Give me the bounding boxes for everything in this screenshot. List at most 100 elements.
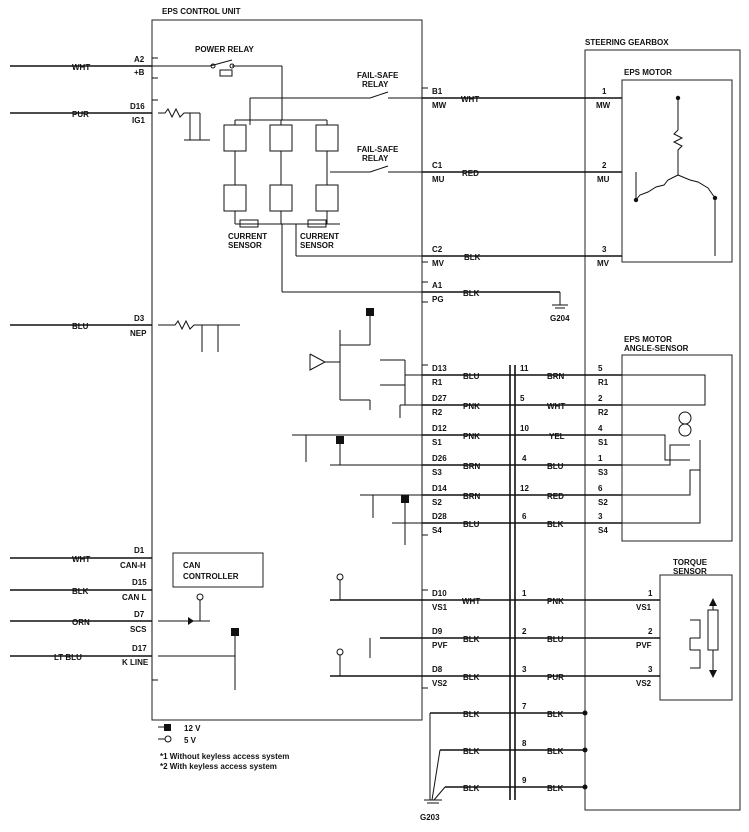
- angle-sensor-title-2: ANGLE-SENSOR: [624, 344, 689, 353]
- wire-color: LT BLU: [54, 653, 82, 662]
- conn-num: 1: [648, 589, 653, 598]
- wire-color: WHT: [72, 555, 90, 564]
- conn-num: 2: [602, 161, 607, 170]
- angle-sensor-wires: [422, 374, 622, 524]
- mosfet-bridge: [223, 119, 340, 228]
- wire-color: BRN: [547, 372, 565, 381]
- pin-func: R2: [432, 408, 443, 417]
- pin-func: S4: [432, 526, 442, 535]
- conn-func: S4: [598, 526, 608, 535]
- pin-label: C1: [432, 161, 443, 170]
- conn-num: 2: [648, 627, 653, 636]
- wire-color: BRN: [463, 492, 481, 501]
- wire-color: WHT: [461, 95, 479, 104]
- pin-label: D14: [432, 484, 447, 493]
- failsafe-relay-2a: FAIL-SAFE: [357, 145, 399, 154]
- motor-terminal: MW: [596, 101, 611, 110]
- motor-winding: [633, 95, 718, 256]
- angle-sensor-coils: [622, 374, 706, 524]
- wire-color: BLK: [463, 784, 480, 793]
- motor-wires: [422, 97, 622, 257]
- conn-num: 6: [598, 484, 603, 493]
- pin-func: VS2: [432, 679, 448, 688]
- pin-label: D1: [134, 546, 145, 555]
- conn-num: 3: [602, 245, 607, 254]
- angle-sensor-box: [621, 354, 733, 542]
- pin-label: D9: [432, 627, 443, 636]
- pin-func: K LINE: [122, 658, 149, 667]
- pin-label: D12: [432, 424, 447, 433]
- wire-color: BLU: [547, 462, 564, 471]
- angle-sensor-title-1: EPS MOTOR: [624, 335, 672, 344]
- conn-num: 2: [598, 394, 603, 403]
- pin-label: D7: [134, 610, 145, 619]
- wire-color: PUR: [72, 110, 89, 119]
- pin-func: S2: [432, 498, 442, 507]
- wire-color: BLK: [463, 747, 480, 756]
- bundle-num: 2: [522, 627, 527, 636]
- bundle-num: 5: [520, 394, 525, 403]
- conn-func: VS2: [636, 679, 652, 688]
- current-sensor-2b: SENSOR: [300, 241, 334, 250]
- conn-func: S3: [598, 468, 608, 477]
- wire-color: BLK: [547, 520, 564, 529]
- wire-color: RED: [547, 492, 564, 501]
- torque-sensor-wires: [330, 599, 660, 677]
- pin-label: B1: [432, 87, 443, 96]
- motor-terminal: MU: [597, 175, 610, 184]
- wire-color: BLK: [547, 784, 564, 793]
- conn-num: 3: [598, 512, 603, 521]
- pin-label: A1: [432, 281, 443, 290]
- eps-motor-box: [621, 79, 733, 263]
- pin-label: D27: [432, 394, 447, 403]
- failsafe-relay-1a: FAIL-SAFE: [357, 71, 399, 80]
- can-controller-label-1: CAN: [183, 561, 201, 570]
- pin-label: C2: [432, 245, 443, 254]
- current-sensor-2a: CURRENT: [300, 232, 339, 241]
- wire-color: BRN: [463, 462, 481, 471]
- current-sensor-1a: CURRENT: [228, 232, 267, 241]
- wire-color: YEL: [549, 432, 565, 441]
- pin-label: D16: [130, 102, 145, 111]
- legend-note-2: *2 With keyless access system: [160, 762, 277, 771]
- conn-num: 3: [648, 665, 653, 674]
- wire-color: BLK: [464, 253, 481, 262]
- wire-color: BLK: [463, 673, 480, 682]
- conn-num: 1: [598, 454, 603, 463]
- pin-label: D28: [432, 512, 447, 521]
- pin-label: D13: [432, 364, 447, 373]
- wire-color: BLU: [72, 322, 89, 331]
- pin-func: +B: [134, 68, 145, 77]
- wire-color: BLU: [547, 635, 564, 644]
- failsafe-relay-1b: RELAY: [362, 80, 389, 89]
- pin-label: D17: [132, 644, 147, 653]
- pin-label: A2: [134, 55, 145, 64]
- failsafe-relay-2b: RELAY: [362, 154, 389, 163]
- bundle-num: 12: [520, 484, 529, 493]
- legend-12v: 12 V: [184, 724, 201, 733]
- pin-func: R1: [432, 378, 443, 387]
- pin-func: S3: [432, 468, 442, 477]
- bundle-num: 3: [522, 665, 527, 674]
- conn-num: 1: [602, 87, 607, 96]
- legend-note-1: *1 Without keyless access system: [160, 752, 289, 761]
- wire-color: BLK: [547, 747, 564, 756]
- conn-func: S1: [598, 438, 608, 447]
- motor-terminal: MV: [597, 259, 610, 268]
- sensor-interface-circuit: [309, 308, 422, 418]
- bundle-num: 7: [522, 702, 527, 711]
- pin-label: D8: [432, 665, 443, 674]
- torque-title-1: TORQUE: [673, 558, 708, 567]
- wire-color: ORN: [72, 618, 90, 627]
- eps-motor-title: EPS MOTOR: [624, 68, 672, 77]
- ground-g204: G204: [550, 314, 570, 323]
- wire-color: WHT: [462, 597, 480, 606]
- wire-color: BLU: [463, 520, 480, 529]
- current-sensor-1b: SENSOR: [228, 241, 262, 250]
- pin-func: VS1: [432, 603, 448, 612]
- wire-color: PNK: [463, 402, 480, 411]
- bundle-num: 6: [522, 512, 527, 521]
- bundle-num: 1: [522, 589, 527, 598]
